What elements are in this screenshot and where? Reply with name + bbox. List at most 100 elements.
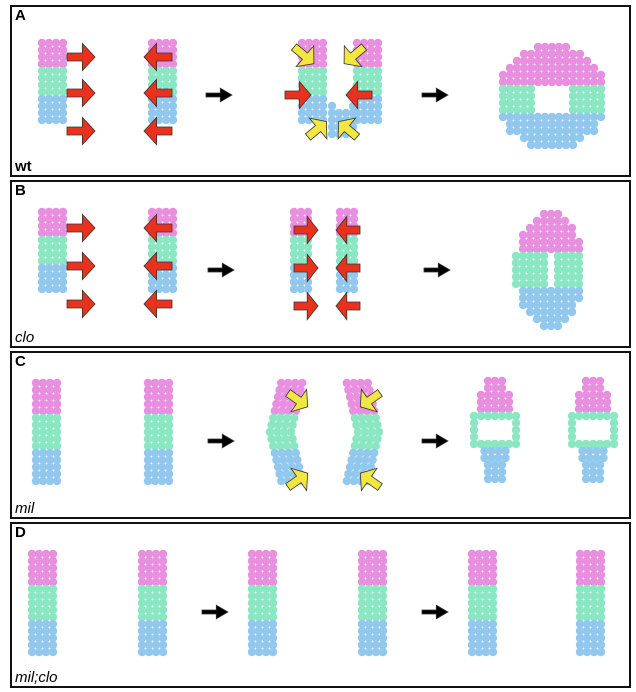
cell [494,453,503,463]
cell [582,98,592,108]
cell [48,612,58,622]
cell [488,640,498,650]
cell [151,640,161,650]
cell [490,467,500,477]
cell [44,277,54,287]
cell [158,619,168,629]
cell [34,591,44,601]
cell [34,577,44,587]
cell [585,446,594,456]
cell [511,418,521,428]
cell [353,427,363,437]
cell [596,84,606,94]
cell [311,101,321,111]
cell [147,242,157,252]
cell [467,626,477,636]
cell [158,633,168,643]
cell [143,420,153,430]
cell [144,633,154,643]
cell [589,619,599,629]
cell [48,556,58,566]
cell [137,619,147,629]
cell [553,314,563,324]
cell [373,101,383,111]
cell [357,633,367,643]
cell [303,284,313,294]
cell [554,126,564,136]
cell [51,242,61,252]
cell [518,258,528,268]
cell [373,73,383,83]
cell [48,647,58,657]
cell [58,38,68,48]
cell [27,591,37,601]
cell [254,556,264,566]
cell [480,453,489,463]
cell [546,237,556,247]
cell [37,45,47,55]
cell [51,52,61,62]
cell [52,406,62,416]
cell [154,108,164,118]
cell [157,392,167,402]
cell [512,112,522,122]
cell [540,119,550,129]
cell [526,140,536,150]
cell [539,265,549,275]
cell [254,591,264,601]
cell [567,300,577,310]
cell [247,584,257,594]
cell [289,207,299,217]
arrow-icon [66,289,96,319]
cell [546,321,556,331]
cell [539,286,549,296]
cell [589,119,599,129]
cell [284,378,293,388]
cell [575,63,585,73]
cell [357,626,367,636]
cell [373,52,383,62]
cell [27,570,37,580]
cell [37,277,47,287]
cell [367,427,377,437]
cell [596,633,606,643]
cell [289,270,299,280]
cell [364,598,374,608]
cell [34,598,44,608]
cell [261,591,271,601]
cell [164,406,174,416]
arrow-icon [205,87,233,103]
cell [296,235,306,245]
cell [268,549,278,559]
cell [58,73,68,83]
cell [511,432,521,442]
cell [553,286,563,296]
cell [533,63,543,73]
cell [518,244,528,254]
cell [311,66,321,76]
genotype-label: mil [15,500,35,517]
cell [268,640,278,650]
cell [373,108,383,118]
cell [304,101,314,111]
cell [582,633,592,643]
cell [335,249,345,259]
cell [480,446,489,456]
cell [567,230,577,240]
cell [540,56,550,66]
cell [58,101,68,111]
cell [568,91,578,101]
cell [574,293,584,303]
cell [38,469,48,479]
cell [168,80,178,90]
cell [150,448,160,458]
cell [474,626,484,636]
cell [505,98,515,108]
cell [505,105,515,115]
cell [357,584,367,594]
cell [349,249,359,259]
arrow-icon [335,291,361,321]
cell [490,383,500,393]
cell [498,98,508,108]
panel-b-diagram [37,207,584,331]
